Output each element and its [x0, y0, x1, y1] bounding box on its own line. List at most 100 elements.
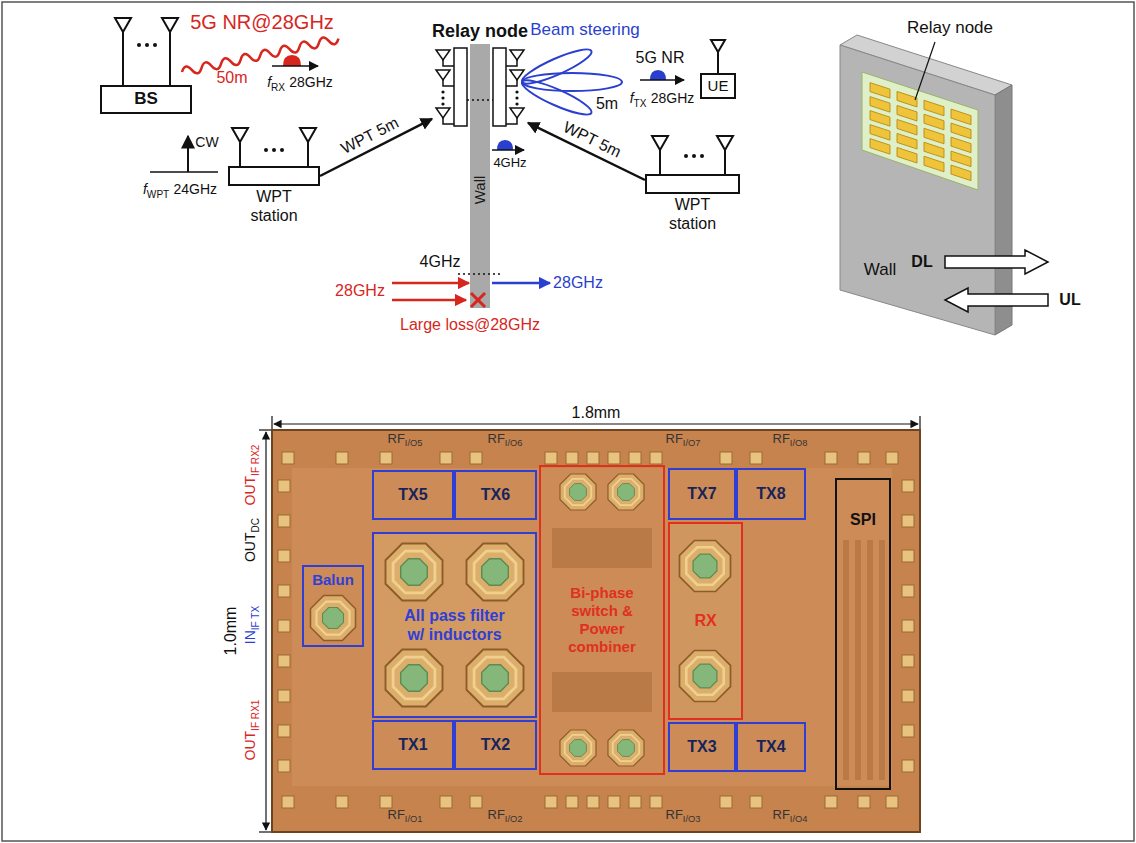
ellipsis-dots: [280, 148, 284, 152]
ellipsis-dots: [441, 96, 444, 99]
frequency-label: 28GHz: [553, 274, 603, 291]
bond-pads: [608, 452, 620, 464]
wall-label: Wall: [471, 176, 488, 205]
relay-node: Relay node: [432, 45, 528, 127]
dimension-label: 1.8mm: [572, 404, 621, 422]
dimension-lines: [259, 831, 272, 832]
ellipsis-dots: [441, 102, 444, 105]
subscript: IF RX2: [249, 445, 260, 476]
bond-pads: [902, 585, 914, 597]
inductors: [560, 730, 596, 766]
pin-label: RF: [772, 431, 789, 446]
bond-pads: [750, 452, 762, 464]
radio-wave: [181, 34, 339, 76]
inductors: [467, 650, 524, 707]
pin-label: RFI/O3: [665, 808, 700, 823]
rx-spectrum-symbol: [272, 55, 318, 66]
distance-label: 50m: [216, 69, 247, 86]
relay-antennas: [443, 118, 454, 124]
pin-label: RFI/O1: [387, 808, 422, 823]
node-text: Balun: [312, 571, 354, 589]
relay-antennas: [510, 108, 524, 118]
bond-pads: [902, 620, 914, 632]
dimension-label: 1.8mm: [572, 404, 621, 421]
chip-die: [272, 430, 920, 832]
antenna-elements: [897, 147, 917, 163]
bond-pads: [278, 655, 290, 667]
pin-label: RFI/O5: [387, 432, 422, 447]
bond-pads: [886, 452, 898, 464]
ellipsis-dots: [153, 43, 157, 47]
pin-label: RF: [665, 807, 682, 822]
bond-pads: [278, 452, 914, 808]
rx-spectrum-symbol: [283, 55, 301, 66]
link-label: UL: [1059, 291, 1080, 309]
subscript: WPT: [147, 188, 169, 199]
bond-pads: [566, 796, 578, 808]
part-label: Wall: [864, 260, 896, 280]
antenna-elements: [924, 142, 944, 158]
frequency-label: fWPT24GHz: [143, 181, 217, 197]
frequency-label: f: [267, 74, 271, 90]
all-pass-filter-block: All pass filter w/ inductors: [372, 532, 537, 718]
cw-spectrum-symbol: [187, 136, 189, 172]
node-text: TX3: [687, 737, 716, 756]
bond-pads: [825, 452, 837, 464]
node-text: TX4: [756, 737, 785, 756]
dimension-lines: [919, 416, 920, 430]
antenna-elements: [870, 83, 971, 181]
beam-lobes: [519, 44, 595, 90]
ellipsis-dots: [145, 43, 149, 47]
beam-lobes: [519, 75, 595, 121]
if-link: [467, 99, 493, 101]
antenna-elements: [924, 128, 944, 144]
subscript: I/O8: [790, 438, 808, 448]
distance-label: 50m: [216, 69, 247, 87]
bond-pads: [650, 452, 662, 464]
ue-antenna: [717, 52, 719, 74]
wpt-antennas: [307, 142, 309, 166]
antenna-elements: [870, 139, 890, 155]
tx-block: TX6: [454, 470, 537, 520]
tx-block: TX4: [736, 722, 806, 772]
bond-pads: [825, 796, 837, 808]
pin-label: RFI/O7: [665, 432, 700, 447]
ue-antenna: [711, 40, 725, 74]
dimension-lines: [259, 429, 272, 430]
relay-antennas: [443, 80, 454, 86]
wall-penetration-sketch: [392, 274, 550, 307]
bond-pads: [858, 796, 870, 808]
frequency-label: 4GHz: [420, 253, 461, 271]
distance-label: 5m: [596, 95, 618, 112]
antenna-elements: [897, 105, 917, 121]
ellipsis-dots: [515, 96, 518, 99]
bond-pads: [470, 796, 482, 808]
subscript: I/O7: [683, 438, 701, 448]
frequency-label: fTX28GHz: [630, 90, 695, 106]
frequency-label: 4GHz: [493, 155, 526, 170]
subscript: TX: [634, 97, 647, 108]
tx-block: TX3: [668, 722, 736, 772]
antenna-elements: [951, 165, 971, 181]
node-text: TX6: [481, 485, 510, 504]
wall-penetration-sketch: [492, 282, 550, 285]
frequency-label: 28GHz: [553, 274, 603, 292]
tx-spectrum-symbol: [640, 79, 684, 81]
ellipsis-dots: [264, 148, 284, 152]
pin-label: OUT: [242, 731, 258, 761]
bond-pads: [566, 452, 578, 464]
if-spectrum-symbol: [492, 140, 524, 150]
part-label: Wall: [864, 260, 896, 279]
node-text: TX2: [481, 735, 510, 754]
wall-penetration-sketch: [471, 293, 485, 307]
pin-label: OUT: [242, 533, 258, 563]
node-text: Relay node: [432, 21, 528, 43]
bond-pads: [380, 452, 392, 464]
pin-label: OUT: [242, 476, 258, 506]
bond-pads: [545, 796, 557, 808]
wall-label: Wall: [471, 176, 488, 205]
bond-pads: [902, 515, 914, 527]
node-text: Bi-phase switch & Power combiner: [550, 584, 654, 656]
frequency-label: 24GHz: [173, 181, 217, 197]
base-station-antennas: [162, 18, 178, 32]
